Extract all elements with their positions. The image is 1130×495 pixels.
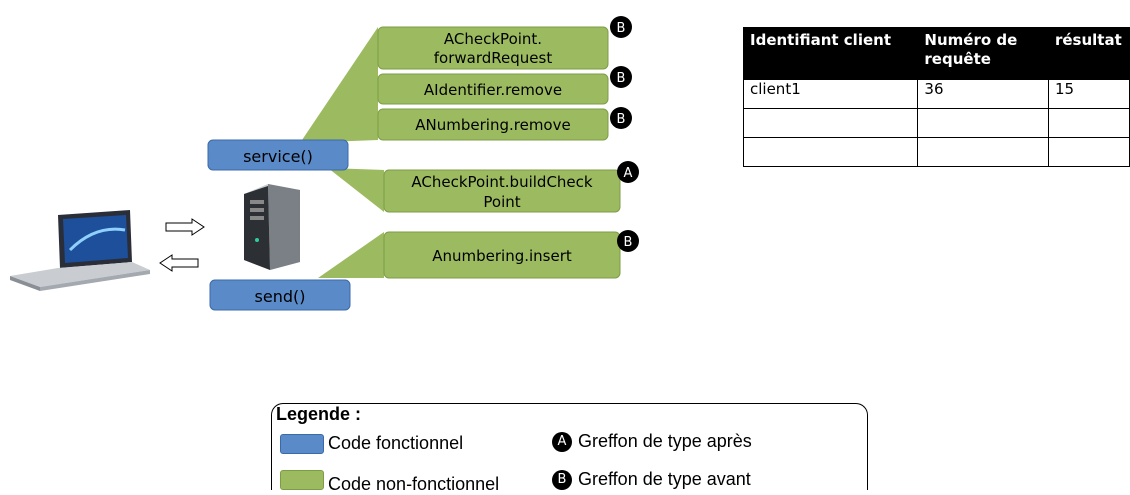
send-label: send() [255, 287, 306, 306]
box-forward-request: ACheckPoint. forwardRequest [377, 26, 609, 70]
box-text-line: Point [483, 193, 520, 211]
table-cell [742, 137, 919, 167]
box-text-line: ACheckPoint.buildCheck [411, 173, 592, 191]
legend-badge-a-icon: A [552, 432, 572, 452]
table-cell [1047, 108, 1130, 138]
box-numbering-remove: ANumbering.remove [377, 108, 609, 141]
legend-title: Legende : [276, 404, 362, 424]
checkpoint-funnel [328, 168, 384, 212]
arrow-right-icon [165, 218, 205, 236]
legend-badge-b-icon: B [552, 470, 572, 490]
table-row: client1 36 15 [742, 79, 1130, 109]
table-cell [917, 108, 1049, 138]
box-text-line: AIdentifier.remove [424, 81, 562, 99]
legend-functional-label: Code fonctionnel [328, 433, 464, 453]
header-result: résultat [1047, 27, 1130, 80]
badge: B [610, 107, 632, 129]
table-cell [742, 108, 919, 138]
header-client: Identifiant client [742, 27, 919, 80]
box-text-line: Anumbering.insert [432, 247, 572, 265]
legend-non-functional-label: Code non-fonctionnel [328, 474, 500, 494]
header-request-number: Numéro de requête [917, 27, 1049, 80]
table-cell: 36 [917, 79, 1049, 109]
badge: B [617, 230, 639, 252]
legend-non-functional-swatch [280, 470, 324, 490]
table-cell: 15 [1047, 79, 1130, 109]
badge-letter: B [617, 21, 626, 36]
send-funnel [318, 232, 384, 278]
table-cell [917, 137, 1049, 167]
box-text-line: forwardRequest [434, 49, 553, 67]
badge-letter: A [624, 166, 633, 181]
request-table: Identifiant client Numéro de requête rés… [742, 27, 1130, 167]
table-row [742, 108, 1130, 138]
service-box [207, 139, 349, 171]
table-header-row: Identifiant client Numéro de requête rés… [742, 27, 1130, 80]
box-identifier-remove: AIdentifier.remove [377, 73, 609, 105]
badge-letter: B [617, 71, 626, 86]
legend-badge-a-label: Greffon de type après [578, 431, 752, 451]
badge: B [610, 66, 632, 88]
box-numbering-insert: Anumbering.insert [383, 231, 621, 279]
badge-letter: B [617, 112, 626, 127]
send-box [209, 279, 351, 311]
service-label: service() [243, 147, 313, 166]
box-text-line: ANumbering.remove [415, 116, 570, 134]
box-text-line: ACheckPoint. [444, 30, 542, 48]
table-cell: client1 [742, 79, 919, 109]
arrow-left-icon [159, 254, 199, 272]
legend-functional-swatch [280, 434, 324, 454]
diagram: service() send() ACheckPoint. forwardReq… [10, 16, 639, 311]
service-funnel [300, 27, 378, 143]
laptop-icon [10, 210, 150, 291]
server-icon [244, 184, 300, 270]
legend: Legende : Code fonctionnel Code non-fonc… [271, 403, 868, 494]
badge: A [617, 161, 639, 183]
badge: B [610, 16, 632, 38]
table-row [742, 137, 1130, 167]
table-cell [1047, 137, 1130, 167]
legend-badge-b-label: Greffon de type avant [578, 469, 751, 489]
box-build-checkpoint: ACheckPoint.buildCheck Point [383, 169, 621, 213]
badge-letter: B [624, 235, 633, 250]
